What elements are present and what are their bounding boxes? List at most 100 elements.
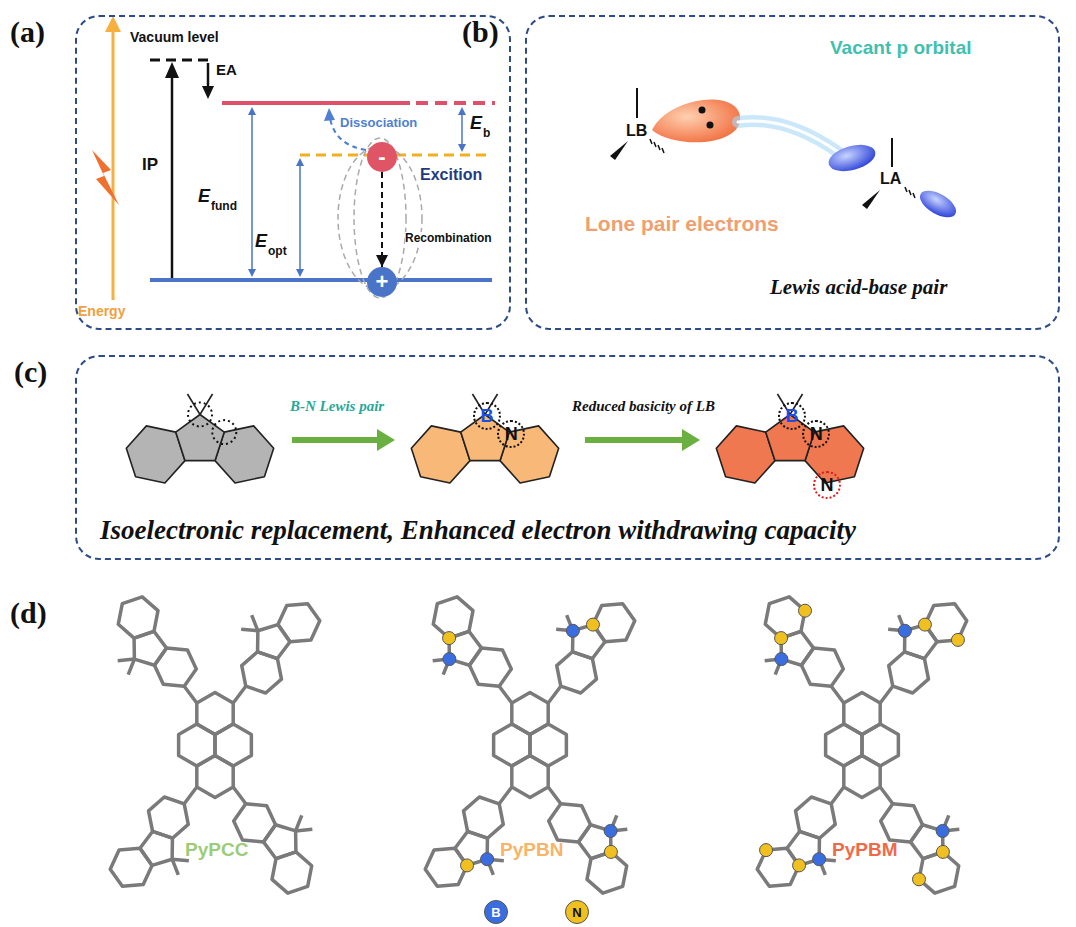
pyrene-ring [197,693,233,735]
subscript: b [483,127,490,140]
ring [500,426,559,483]
charge-circle: - [367,142,397,172]
vacant-orbital-lobe [826,140,879,176]
bond [831,787,844,804]
atom-ball [799,604,812,617]
bond [831,686,844,703]
atom-circle: N [497,420,525,448]
ring [263,825,295,859]
atom-circle: B [778,402,806,430]
energy-axis [112,30,115,300]
symbol-text: B [481,407,494,425]
atom-ball [793,859,806,872]
panel-label: (c) [14,357,47,387]
bond [880,686,893,703]
ring [140,831,172,865]
symbol-text: - [378,146,385,168]
hash-bond [654,142,656,147]
charge-circle: + [367,267,397,297]
bond [880,787,893,804]
ea-arrow [207,63,210,88]
subscript: opt [268,245,287,258]
double-arrow [461,113,463,146]
symbol-text: + [376,271,389,293]
atom-ball [604,845,617,858]
reaction-arrow [292,437,381,443]
symbol-text: N [505,425,518,443]
quantity-symbol: E [470,114,482,134]
atom-circle: N [813,471,841,499]
methyl-bond [241,629,258,631]
homo-level [150,278,492,282]
lumo-level [222,101,410,105]
vacuum-level [150,59,208,62]
atom-ball [443,653,456,666]
double-arrow [251,113,253,271]
process-label: Dissociation [340,116,417,130]
bond [499,787,512,804]
methyl-bond [128,659,134,675]
bond [233,787,246,804]
ring [258,625,290,659]
vacant-orbital-lobe [916,185,961,222]
hash-bond [909,190,911,195]
molecule-name: PyPBM [832,840,897,861]
pyrene-ring [197,756,233,798]
atom-circle: B [473,402,501,430]
panel-label: (b) [462,17,499,47]
bond [548,787,561,804]
arrow-label: B-N Lewis pair [290,398,384,415]
symbol-text: N [810,425,823,443]
hash-bond [905,187,907,192]
arrow-head [324,108,335,121]
atom-ball [912,873,925,886]
axis-label: Energy [78,304,125,319]
arrow-head [377,429,395,451]
methyl-bond [118,659,135,661]
methyl-bond [172,859,178,875]
exciton-ellipse [354,138,406,298]
arrow-label: Reduced basicity of LB [572,398,715,415]
ring [134,631,166,665]
state-label: Excition [420,166,482,184]
dotted-marker [188,402,212,426]
quantity-symbol: E [198,187,210,207]
electron-dot [699,107,706,114]
atom-ball [951,633,964,646]
recombination-arrow [381,172,383,267]
atom-ball [898,624,911,637]
arrow-head [458,107,466,115]
atom-ball [936,845,949,858]
panel-label: (a) [10,17,45,47]
bond [499,686,512,703]
molecule-name: PyPCC [185,840,248,861]
quantity-label: EA [216,62,237,79]
legend-swatch: N [565,900,589,924]
axis-label: Vacuum level [130,30,219,45]
lightning-symbol [92,150,119,205]
arrow-head [105,16,121,32]
atom-ball [461,859,474,872]
atom-ball [566,624,579,637]
panel-label: (d) [10,596,47,629]
interaction-glow [738,121,838,152]
atom-circle: N [802,420,830,448]
arrow-head [296,269,304,277]
pyrene-ring [844,693,880,735]
hash-bond [658,145,660,150]
bond [184,787,197,804]
bond [233,686,246,703]
panel-caption: Lewis acid-base pair [770,276,947,299]
legend-text: B [491,905,500,920]
panel-caption: Isoelectronic replacement, Enhanced elec… [100,516,856,546]
lumo-level-dashed [416,101,495,105]
hash-bond [662,148,664,153]
wedge-bond [862,190,880,209]
arrow-head [165,62,179,78]
arrow-head [248,107,256,115]
legend-text: N [572,905,581,920]
pyrene-ring [512,693,548,735]
